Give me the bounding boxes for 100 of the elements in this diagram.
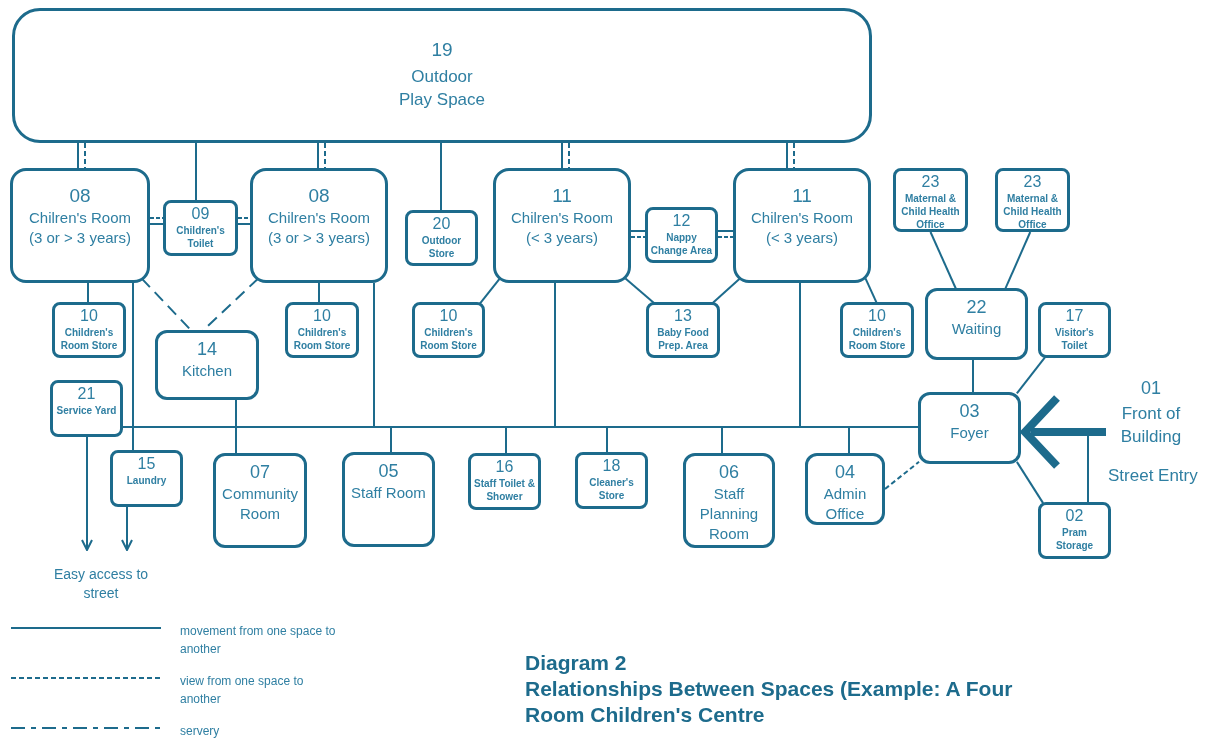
room-name: Cleaner's Store	[588, 476, 635, 503]
note-text: Easy access to street	[52, 565, 150, 603]
room-box	[925, 288, 1028, 360]
room-number: 02	[1065, 507, 1084, 526]
entry-label: Street Entry	[1108, 466, 1198, 486]
room-name: Baby Food Prep. Area	[656, 326, 710, 353]
room-box	[1038, 502, 1111, 559]
dashed-connector	[884, 460, 921, 490]
room-box	[52, 302, 126, 358]
room-box	[468, 453, 541, 510]
room-number: 18	[602, 457, 621, 476]
room-name: Admin Office	[822, 483, 868, 524]
room-name: Chilren's Room (3 or > 3 years)	[266, 207, 372, 249]
room-number: 13	[674, 307, 692, 326]
room-number: 11	[792, 185, 812, 207]
room-name: Foyer	[950, 422, 989, 443]
room-box	[342, 452, 435, 547]
room-box	[412, 302, 485, 358]
room-box	[733, 168, 871, 283]
room-name: Maternal & Child Health Office	[900, 192, 961, 232]
room-name: Chilren's Room (< 3 years)	[509, 207, 615, 249]
room-number: 23	[921, 173, 940, 192]
room-box	[250, 168, 388, 283]
room-box	[840, 302, 914, 358]
room-box	[50, 380, 123, 437]
room-box	[1038, 302, 1111, 358]
room-name: Visitor's Toilet	[1054, 326, 1095, 353]
room-number: 01	[1141, 378, 1161, 399]
room-name: Children's Room Store	[419, 326, 478, 353]
connector-line	[1015, 355, 1047, 395]
connector-line	[1015, 460, 1045, 505]
room-box	[918, 392, 1021, 464]
room-box	[893, 168, 968, 232]
room-name: Chilren's Room (< 3 years)	[749, 207, 855, 249]
room-name: Maternal & Child Health Office	[1002, 192, 1063, 232]
room-number: 10	[439, 307, 458, 326]
connector-line	[1004, 231, 1032, 290]
room-name: Children's Room Store	[847, 326, 907, 353]
legend-text: servery	[180, 723, 221, 740]
connector-line	[786, 142, 788, 169]
room-number: 20	[432, 215, 451, 234]
connector-line	[848, 426, 919, 454]
room-box	[683, 453, 775, 548]
room-name: Waiting	[951, 318, 1002, 339]
room-name: Laundry	[126, 474, 167, 488]
room-box	[405, 210, 478, 266]
connector-line	[561, 142, 563, 169]
room-box	[155, 330, 259, 400]
legend-text: view from one space to another	[180, 673, 305, 708]
connector-line	[972, 359, 974, 393]
connector-line	[624, 277, 656, 305]
room-number: 07	[250, 462, 270, 483]
room-name: Outdoor Play Space	[398, 66, 486, 112]
room-number: 23	[1023, 173, 1042, 192]
room-number: 10	[313, 307, 331, 326]
room-number: 22	[966, 297, 987, 318]
room-name: Service Yard	[56, 404, 117, 418]
connector-line	[77, 142, 79, 169]
dashed-connector	[140, 277, 193, 332]
room-box	[12, 8, 872, 143]
room-number: 15	[137, 455, 156, 474]
connector-line	[318, 282, 320, 303]
dashed-connector	[237, 217, 251, 219]
room-name: Staff Toilet & Shower	[473, 477, 536, 504]
room-box	[163, 200, 238, 256]
room-number: 06	[719, 462, 739, 483]
room-number: 12	[672, 212, 691, 231]
room-number: 14	[197, 339, 217, 360]
connector-line	[149, 223, 164, 225]
room-name: Children's Toilet	[175, 224, 226, 251]
room-number: 03	[959, 401, 980, 422]
room-box	[646, 302, 720, 358]
room-name: Kitchen	[181, 360, 232, 381]
connector-line	[237, 223, 251, 225]
diagram-caption: Relationships Between Spaces (Example: A Four Room Children's Centre	[525, 676, 1014, 728]
room-box	[575, 452, 648, 509]
room-name: Community Room	[221, 483, 299, 524]
room-name: Children's Room Store	[59, 326, 119, 353]
room-number: 04	[835, 462, 855, 483]
connector-line	[717, 230, 734, 232]
room-number: 05	[378, 461, 399, 482]
connector-line	[710, 277, 741, 305]
room-box	[110, 450, 183, 507]
room-name: Pram Storage	[1054, 526, 1095, 553]
room-name: Chilren's Room (3 or > 3 years)	[27, 207, 133, 249]
dashed-connector	[630, 236, 646, 238]
room-number: 09	[191, 205, 210, 224]
room-number: 08	[69, 185, 91, 207]
connector-line	[87, 282, 89, 303]
connector-line	[478, 277, 501, 305]
room-number: 21	[77, 385, 96, 404]
room-name: Staff Room	[351, 482, 426, 503]
room-name: Staff Planning Room	[698, 483, 760, 545]
room-box	[805, 453, 885, 525]
room-box	[10, 168, 150, 283]
room-number: 10	[868, 307, 886, 326]
connector-line	[440, 142, 442, 211]
connector-line	[317, 142, 319, 169]
room-name: Outdoor Store	[420, 234, 463, 261]
room-box	[285, 302, 359, 358]
